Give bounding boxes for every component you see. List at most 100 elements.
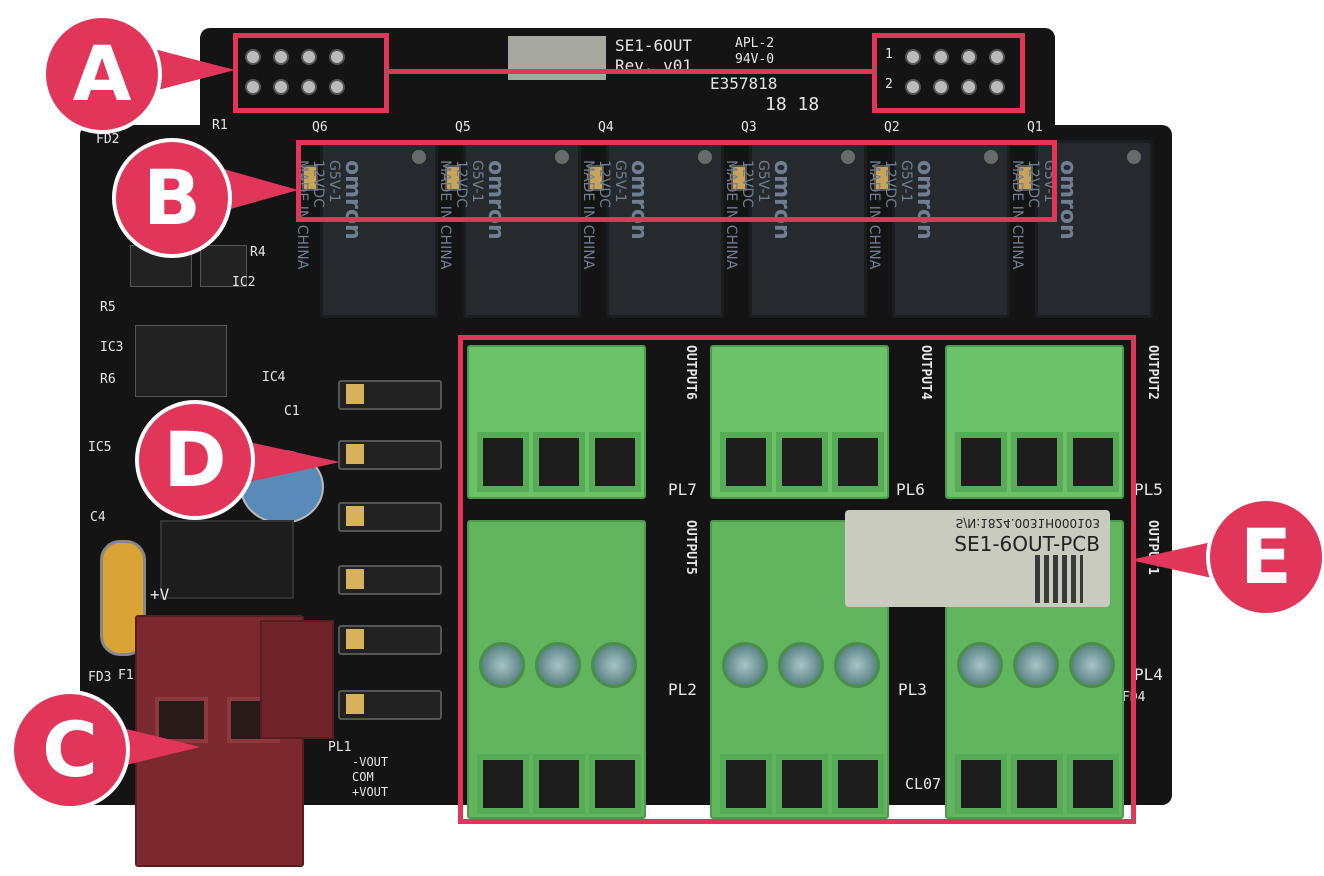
label-c4: C4 (90, 510, 106, 525)
terminal-socket (776, 432, 828, 492)
cert-1: APL-2 (735, 36, 775, 51)
jumper[interactable] (338, 380, 442, 410)
relay-pin-dot (1127, 150, 1141, 164)
jumper[interactable] (338, 565, 442, 595)
label-cl07: CL07 (905, 775, 942, 793)
label-pl6: PL6 (896, 480, 925, 499)
header-left (245, 45, 375, 105)
terminal-socket (533, 754, 585, 814)
callout-a: A (42, 14, 162, 134)
relay-label: Q5 (455, 120, 471, 135)
relay-label: Q6 (312, 120, 328, 135)
label-r4: R4 (250, 245, 266, 260)
jumper[interactable] (338, 690, 442, 720)
callout-d: D (135, 400, 255, 520)
label-pl7: PL7 (668, 480, 697, 499)
ic-chip (135, 325, 227, 397)
screw-icon[interactable] (479, 642, 525, 688)
screw-icon[interactable] (535, 642, 581, 688)
highlight-a-right (872, 33, 1025, 113)
terminal-socket (1067, 754, 1119, 814)
label-fd2: FD2 (96, 132, 120, 147)
jumper[interactable] (338, 625, 442, 655)
highlight-a-connector (389, 69, 872, 74)
cert-2: 94V-0 (735, 52, 775, 67)
label-pl5: PL5 (1134, 480, 1163, 499)
sticker-part: SE1-6OUT-PCB (954, 532, 1100, 556)
cert-code: E357818 (710, 74, 778, 93)
highlight-b (296, 140, 1057, 222)
terminal-socket (477, 432, 529, 492)
jumper-cap (346, 629, 364, 649)
terminal-block (467, 345, 646, 499)
label-pl3: PL3 (898, 680, 927, 699)
label-minus-vout: -VOUT (352, 755, 389, 769)
relay-pin-dot (412, 150, 426, 164)
relay-label: Q1 (1027, 120, 1043, 135)
screw-icon[interactable] (591, 642, 637, 688)
highlight-e (458, 335, 1136, 824)
label-r5: R5 (100, 300, 116, 315)
screw-icon[interactable] (722, 642, 768, 688)
terminal-socket (720, 754, 772, 814)
label-ic2: IC2 (232, 275, 256, 290)
callout-e: E (1206, 497, 1324, 617)
ic-chip (200, 245, 247, 287)
highlight-a-left (233, 33, 389, 113)
board-title: SE1-6OUT (615, 36, 693, 55)
callout-c: C (10, 690, 130, 810)
terminal-block-screw (467, 520, 646, 819)
led-icon (1017, 165, 1033, 191)
label-ic4: IC4 (262, 370, 286, 385)
led-icon (731, 165, 747, 191)
terminal-socket (720, 432, 772, 492)
label-f1: F1 (118, 668, 134, 683)
callout-d-pointer (240, 440, 340, 484)
terminal-socket (955, 432, 1007, 492)
led-icon (874, 165, 890, 191)
terminal-socket (589, 754, 641, 814)
jumper[interactable] (338, 440, 442, 470)
screw-icon[interactable] (957, 642, 1003, 688)
qr-code-icon (1035, 555, 1083, 603)
screw-icon[interactable] (834, 642, 880, 688)
terminal-socket (1011, 432, 1063, 492)
label-pl1: PL1 (328, 740, 352, 755)
label-plus-vout: +VOUT (352, 785, 389, 799)
led-icon (588, 165, 604, 191)
callout-b-pointer (220, 168, 298, 212)
jumper-cap (346, 694, 364, 714)
terminal-socket (955, 754, 1007, 814)
relay-label: Q2 (884, 120, 900, 135)
terminal-block (945, 345, 1124, 499)
terminal-socket (1067, 432, 1119, 492)
screw-icon[interactable] (1013, 642, 1059, 688)
pin-label-2: 2 (885, 77, 893, 92)
screw-icon[interactable] (778, 642, 824, 688)
header-right: 1 2 (885, 45, 1015, 105)
label-output2: OUTPUT2 (1145, 345, 1160, 400)
label-pl2: PL2 (668, 680, 697, 699)
jumper-cap (346, 569, 364, 589)
label-ic5: IC5 (88, 440, 112, 455)
label-ic3: IC3 (100, 340, 124, 355)
fuse (100, 540, 146, 656)
terminal-socket (832, 432, 884, 492)
terminal-block (710, 345, 889, 499)
label-fd3: FD3 (88, 670, 112, 685)
terminal-socket (533, 432, 585, 492)
jumper[interactable] (338, 502, 442, 532)
screw-icon[interactable] (1069, 642, 1115, 688)
relay-label: Q4 (598, 120, 614, 135)
jumper-cap (346, 506, 364, 526)
label-c1: C1 (284, 404, 300, 419)
terminal-socket (477, 754, 529, 814)
fuse-block (160, 520, 294, 599)
terminal-socket (776, 754, 828, 814)
callout-a-pointer (150, 48, 235, 92)
